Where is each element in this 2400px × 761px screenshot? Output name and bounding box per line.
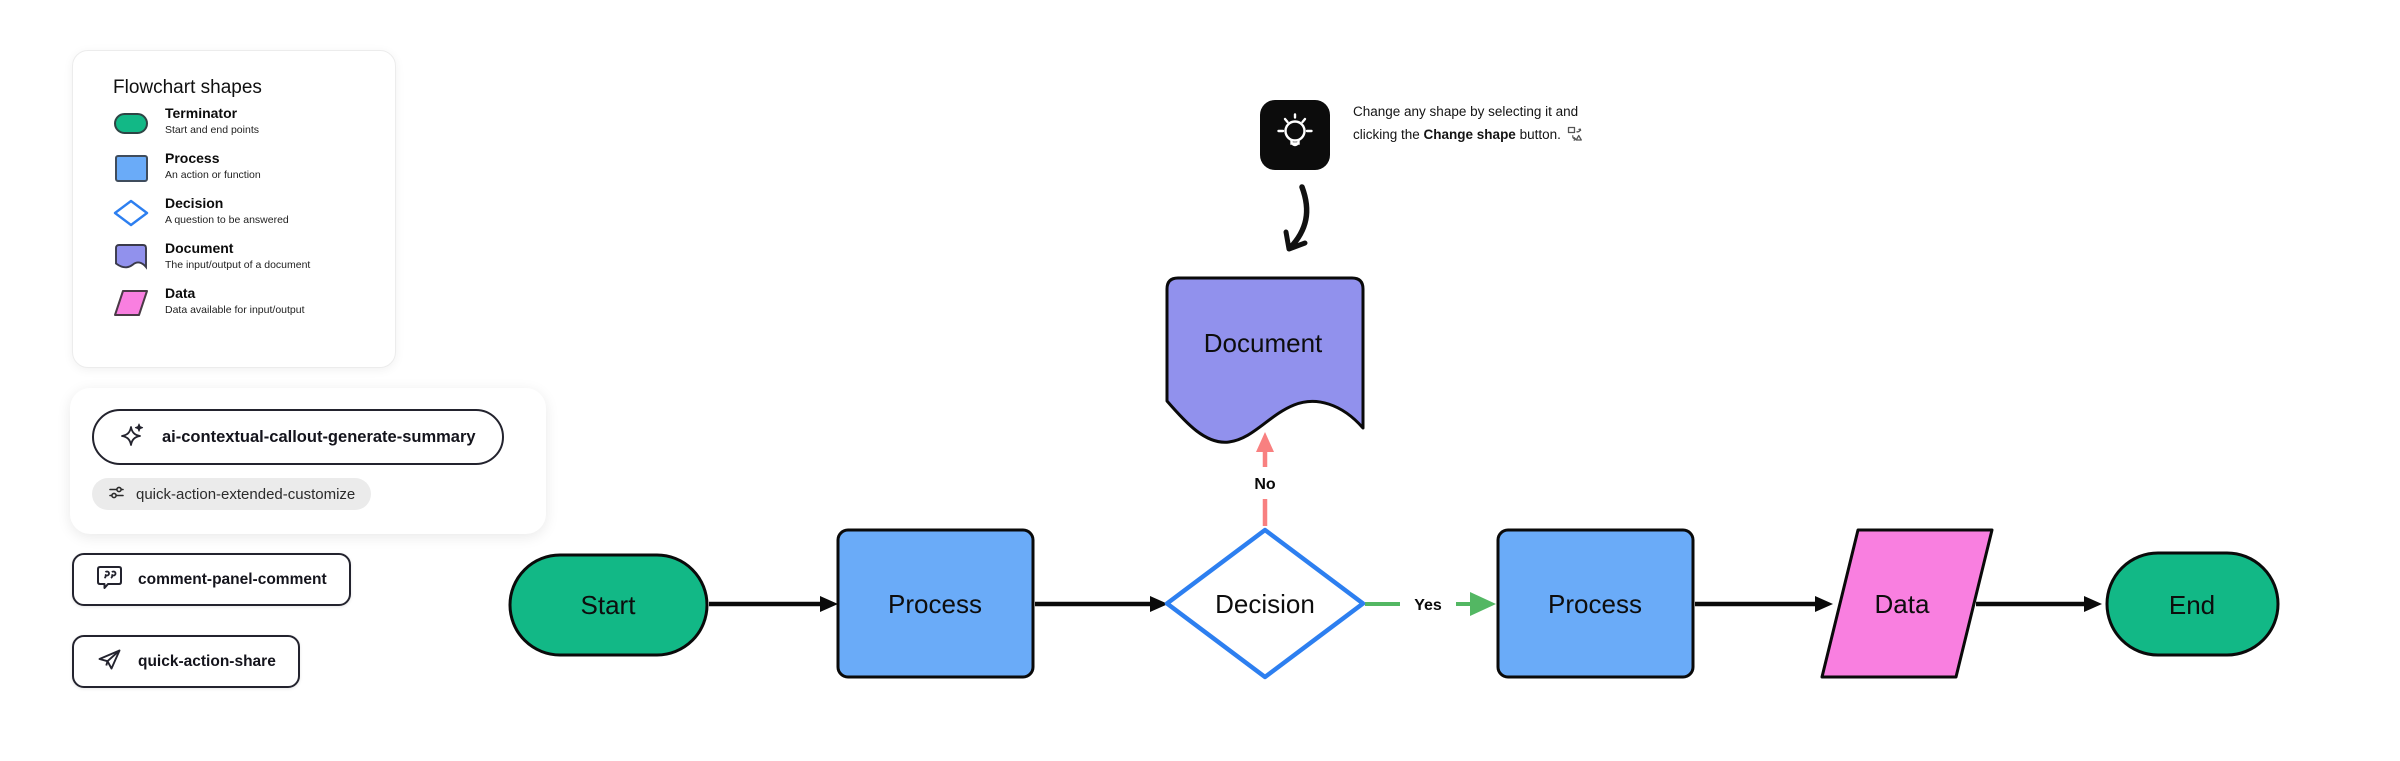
legend-title: Flowchart shapes bbox=[113, 77, 262, 98]
legend-item-document: Document The input/output of a document bbox=[113, 240, 395, 285]
legend-item-decision: Decision A question to be answered bbox=[113, 195, 395, 240]
legend-item-description: A question to be answered bbox=[165, 214, 289, 226]
yes-label: Yes bbox=[1414, 597, 1442, 614]
flow-node-decision[interactable] bbox=[1164, 527, 1366, 680]
legend-panel[interactable]: Flowchart shapes Terminator Start and en… bbox=[72, 50, 396, 368]
tip-line2-pre: clicking the bbox=[1353, 127, 1424, 142]
tip-line1: Change any shape by selecting it and bbox=[1353, 104, 1579, 119]
flow-node-start-label: Start bbox=[581, 590, 637, 620]
flow-node-document-label: Document bbox=[1204, 328, 1323, 358]
legend-item-description: An action or function bbox=[165, 169, 261, 181]
customize-chip[interactable]: quick-action-extended-customize bbox=[92, 478, 372, 510]
flow-node-process2-label: Process bbox=[1548, 589, 1642, 619]
ai-summary-card: ai-contextual-callout-generate-summary q… bbox=[70, 388, 546, 534]
legend-item-description: Start and end points bbox=[165, 124, 259, 136]
decision-shape-icon bbox=[113, 198, 151, 228]
legend-item-label: Terminator bbox=[165, 105, 238, 121]
tip-line2-bold: Change shape bbox=[1423, 127, 1516, 142]
flow-node-start[interactable] bbox=[508, 553, 709, 657]
flow-node-decision-label: Decision bbox=[1215, 589, 1315, 619]
no-label: No bbox=[1254, 476, 1276, 493]
yes-label-plate bbox=[1400, 588, 1456, 620]
sparkle-icon bbox=[120, 422, 146, 453]
legend-item-process: Process An action or function bbox=[113, 150, 395, 195]
generate-summary-button[interactable]: ai-contextual-callout-generate-summary bbox=[92, 409, 504, 465]
terminator-shape-icon bbox=[113, 108, 151, 138]
share-button-label: quick-action-share bbox=[138, 652, 276, 670]
flow-node-end-label: End bbox=[2169, 590, 2215, 620]
legend-item-label: Decision bbox=[165, 195, 224, 211]
process-shape-icon bbox=[113, 153, 151, 183]
flow-node-document[interactable] bbox=[1165, 276, 1365, 444]
legend-item-label: Data bbox=[165, 285, 196, 301]
flow-node-process2[interactable] bbox=[1496, 528, 1695, 679]
data-shape-icon bbox=[113, 288, 151, 318]
legend-item-data: Data Data available for input/output bbox=[113, 285, 395, 330]
flow-node-data-label: Data bbox=[1875, 589, 1930, 619]
flow-node-process1-label: Process bbox=[888, 589, 982, 619]
flow-node-data[interactable] bbox=[1820, 528, 1994, 679]
tip-hand-drawn-arrow bbox=[1283, 184, 1310, 252]
comment-button-label: comment-panel-comment bbox=[138, 570, 327, 588]
legend-item-description: Data available for input/output bbox=[165, 304, 305, 316]
tip-line2-post: button. bbox=[1515, 127, 1561, 142]
customize-chip-label: quick-action-extended-customize bbox=[136, 485, 356, 503]
legend-item-terminator: Terminator Start and end points bbox=[113, 105, 395, 150]
comment-button[interactable]: comment-panel-comment bbox=[72, 553, 351, 606]
lightbulb-icon bbox=[1272, 110, 1318, 161]
legend-item-description: The input/output of a document bbox=[165, 259, 311, 271]
legend-item-label: Document bbox=[165, 240, 234, 256]
flow-node-process1[interactable] bbox=[836, 528, 1035, 679]
share-button[interactable]: quick-action-share bbox=[72, 635, 300, 688]
change-shape-icon bbox=[1567, 126, 1583, 149]
paper-plane-icon bbox=[96, 646, 123, 678]
generate-summary-label: ai-contextual-callout-generate-summary bbox=[162, 427, 476, 446]
legend-item-label: Process bbox=[165, 150, 220, 166]
sliders-icon bbox=[108, 484, 125, 505]
tip-text: Change any shape by selecting it and cli… bbox=[1353, 100, 1703, 149]
flow-node-end[interactable] bbox=[2105, 551, 2280, 657]
no-label-plate bbox=[1241, 467, 1289, 499]
comment-bubble-icon bbox=[96, 564, 123, 596]
document-shape-icon bbox=[113, 243, 151, 273]
lightbulb-tile bbox=[1260, 100, 1330, 170]
